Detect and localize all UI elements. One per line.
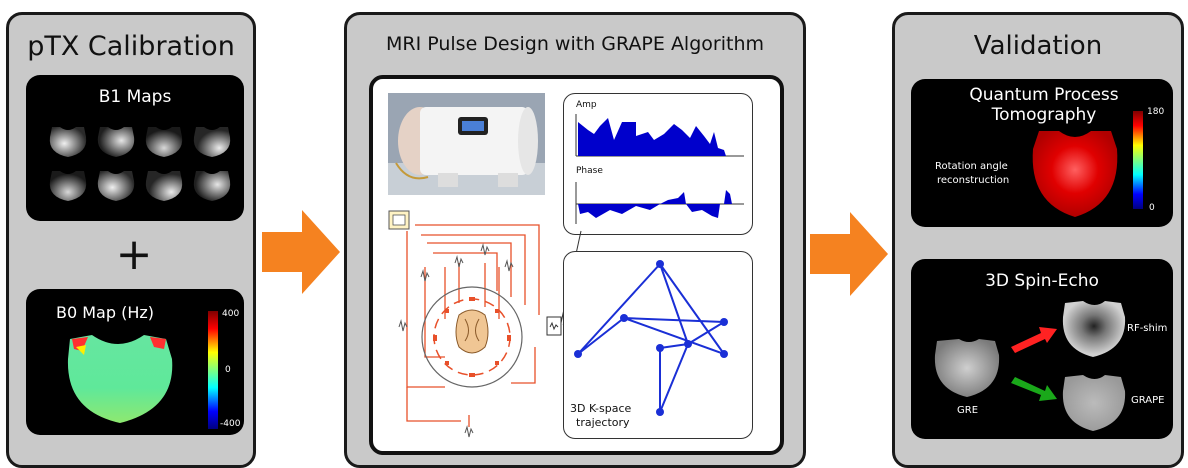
red-arrow	[1011, 327, 1057, 353]
spin-echo-title: 3D Spin-Echo	[985, 271, 1099, 291]
kspace-label-line2: trajectory	[576, 416, 630, 429]
b1-maps-title: B1 Maps	[98, 87, 172, 107]
spin-echo-block: 3D Spin-Echo RF-shim GRAPE GRE	[911, 259, 1173, 439]
kspace-box: 3D K-space trajectory	[563, 251, 753, 439]
phase-waveform	[575, 182, 744, 224]
validation-title: Validation	[973, 31, 1103, 61]
rotation-label-line1: Rotation angle	[935, 161, 1008, 172]
kspace-trajectory	[574, 260, 728, 416]
b0-colorbar	[208, 311, 218, 429]
amp-label: Amp	[576, 100, 597, 110]
b1-map-thumbnails	[49, 127, 231, 201]
green-arrow	[1011, 377, 1057, 401]
plus-sign: +	[115, 229, 153, 280]
b0-map-image	[67, 311, 218, 429]
coil-array-diagram	[388, 210, 562, 438]
pulse-design-title: MRI Pulse Design with GRAPE Algorithm	[385, 33, 764, 55]
phase-label: Phase	[576, 166, 603, 176]
waveform-box: Amp Phase	[563, 93, 753, 235]
b0-colorbar-max: 400	[222, 309, 240, 319]
qpt-title-line2: Tomography	[991, 105, 1097, 125]
amp-waveform	[575, 114, 744, 157]
flow-arrow-2	[810, 212, 888, 296]
rotation-label-line2: reconstruction	[937, 175, 1010, 186]
grape-label: GRAPE	[1131, 395, 1165, 406]
b0-colorbar-min: -400	[220, 419, 241, 429]
b0-colorbar-mid: 0	[225, 365, 231, 375]
qpt-colorbar	[1133, 111, 1143, 209]
spin-echo-images	[934, 301, 1126, 431]
mri-scanner-photo	[388, 93, 545, 195]
pulse-design-canvas: Amp Phase	[369, 75, 784, 455]
qpt-title-line1: Quantum Process	[969, 85, 1119, 105]
pulse-design-panel: MRI Pulse Design with GRAPE Algorithm Am…	[344, 12, 806, 468]
validation-panel: Validation Quantum Process Tomography Ro…	[892, 12, 1184, 468]
calibration-panel: pTX Calibration B1 Maps +	[6, 12, 256, 468]
gre-label: GRE	[957, 405, 979, 416]
rf-shim-label: RF-shim	[1127, 323, 1168, 334]
b1-maps-block: B1 Maps	[26, 75, 244, 221]
qpt-block: Quantum Process Tomography Rotation angl…	[911, 79, 1173, 227]
kspace-label-line1: 3D K-space	[570, 402, 632, 415]
flow-arrow-1	[262, 210, 340, 294]
b0-map-block: B0 Map (Hz) 400 0 -400	[26, 289, 244, 435]
qpt-rotation-map	[1032, 111, 1143, 217]
qpt-colorbar-max: 180	[1147, 107, 1165, 117]
calibration-title: pTX Calibration	[27, 31, 235, 62]
b0-map-title: B0 Map (Hz)	[56, 303, 155, 322]
qpt-colorbar-min: 0	[1149, 203, 1155, 213]
